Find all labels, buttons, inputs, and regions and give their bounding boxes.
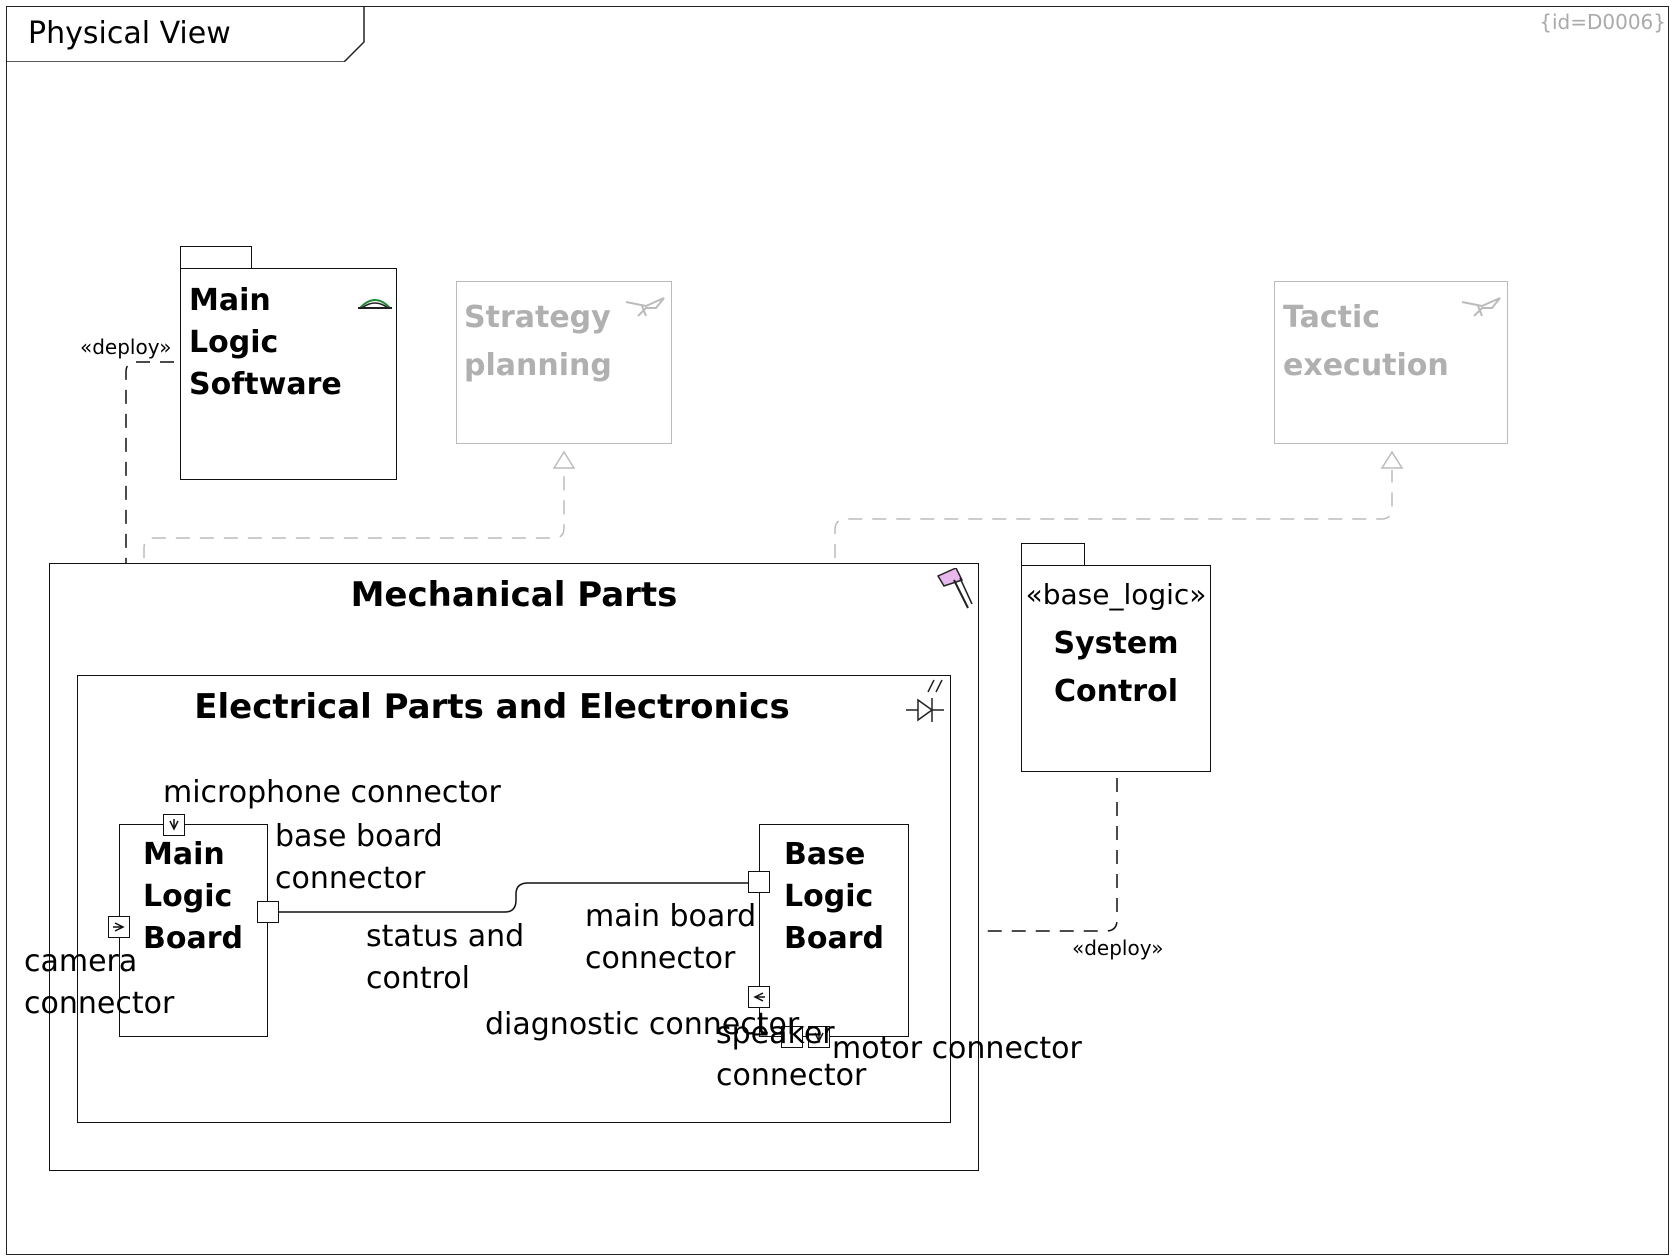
realization-arrowhead-tactic	[1380, 450, 1404, 469]
strategy-planning-title: Strategy planning	[464, 300, 612, 383]
deploy-label-software: «deploy»	[80, 335, 172, 359]
camera-port[interactable]	[108, 916, 130, 938]
software-package-icon	[358, 299, 392, 309]
base-logic-board-title: Base Logic Board	[784, 837, 884, 956]
status-and-control-label: status and control	[366, 919, 525, 996]
main-board-port[interactable]	[748, 871, 770, 893]
frame-title: Physical View	[28, 16, 231, 51]
motor-port[interactable]	[808, 1026, 830, 1048]
mechanical-parts-title: Mechanical Parts	[350, 575, 678, 615]
tactic-execution-title: Tactic execution	[1283, 300, 1449, 383]
base-logic-board-node[interactable]	[759, 824, 909, 1037]
function-icon	[1461, 297, 1501, 317]
system-control-node[interactable]	[1021, 565, 1211, 772]
speaker-connector-label: speaker connector	[716, 1016, 867, 1093]
strategy-planning-node[interactable]	[456, 281, 672, 444]
microphone-connector-label: microphone connector	[163, 775, 501, 810]
motor-connector-label: motor connector	[832, 1031, 1082, 1066]
system-control-title: System Control	[1053, 626, 1179, 709]
diagnostic-port[interactable]	[748, 986, 770, 1008]
diode-icon	[906, 679, 944, 722]
main-logic-software-title: Main Logic Software	[189, 283, 342, 402]
diagram-frame	[6, 6, 1669, 1255]
base-board-port[interactable]	[257, 901, 279, 923]
electrical-parts-title: Electrical Parts and Electronics	[194, 687, 790, 727]
frame-tab	[6, 6, 365, 62]
diagram-id: {id=D0006}	[1539, 10, 1666, 34]
hammer-icon	[936, 568, 973, 609]
base-board-connector-label: base board connector	[275, 819, 443, 896]
speaker-port[interactable]	[781, 1026, 803, 1048]
deploy-line-system-control[interactable]	[914, 778, 1118, 932]
status-and-control-connector[interactable]	[279, 882, 748, 913]
realization-line-tactic[interactable]	[834, 470, 1393, 822]
deploy-label-system-control: «deploy»	[1072, 936, 1164, 960]
deploy-line-software[interactable]	[125, 361, 174, 818]
main-logic-board-node[interactable]	[119, 824, 268, 1037]
main-logic-software-node[interactable]	[180, 268, 397, 480]
diagnostic-connector-label: diagnostic connector	[485, 1007, 800, 1042]
system-control-stereotype: «base_logic»	[1025, 578, 1207, 611]
tactic-execution-node[interactable]	[1274, 281, 1508, 444]
camera-connector-label: camera connector	[24, 944, 175, 1021]
realization-arrowhead-strategy	[552, 450, 576, 469]
realization-line-strategy[interactable]	[143, 470, 565, 822]
main-logic-board-title: Main Logic Board	[143, 837, 243, 956]
function-icon	[625, 297, 665, 317]
microphone-port[interactable]	[163, 814, 185, 836]
main-board-connector-label: main board connector	[585, 899, 757, 976]
